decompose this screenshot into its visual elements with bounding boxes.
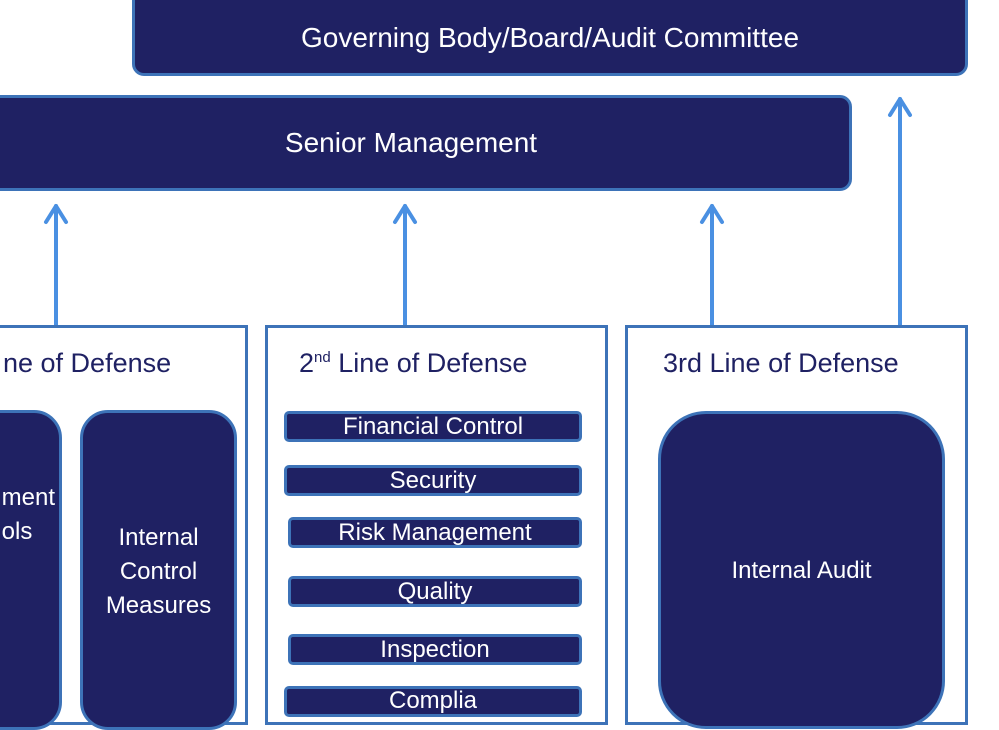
inspection-box: Inspection [288, 634, 582, 665]
internal-audit-label: Internal Audit [731, 557, 872, 584]
second-line-title: 2nd Line of Defense [299, 348, 528, 378]
financial-control-label: Financial Control [342, 412, 524, 440]
third-line-title: 3rd Line of Defense [663, 348, 899, 378]
inspection-label: Inspection [380, 635, 490, 663]
financial-control-box: Financial Control [284, 411, 582, 442]
internal-control-measures-label: Internal Control Measures [105, 524, 212, 619]
arrow-line2-to-senior-management [393, 204, 417, 329]
arrow-line3-to-governing-body [888, 97, 912, 329]
senior-management-label: Senior Management [284, 127, 538, 158]
security-box: Security [284, 465, 582, 496]
internal-audit-box: Internal Audit [658, 411, 945, 729]
senior-management-box: Senior Management [0, 95, 852, 191]
quality-box: Quality [288, 576, 582, 607]
risk-management-label: Risk Management [338, 518, 532, 546]
first-line-box-label: ment ols [1, 484, 55, 545]
governing-body-box: Governing Body/Board/Audit Committee [132, 0, 968, 76]
reporting-arrows [44, 97, 912, 329]
governing-body-label: Governing Body/Board/Audit Committee [300, 22, 800, 53]
first-line-box-management-controls: ment ols [0, 410, 62, 730]
compliance-label: Complia [388, 687, 478, 714]
arrow-line3-to-senior-management [700, 204, 724, 329]
risk-management-box: Risk Management [288, 517, 582, 548]
arrow-line1-to-senior-management [44, 204, 68, 329]
compliance-box: Complia [284, 686, 582, 717]
first-line-title: ne of Defense [3, 348, 172, 378]
security-label: Security [389, 466, 477, 494]
quality-label: Quality [397, 577, 473, 605]
internal-control-measures-box: Internal Control Measures [80, 410, 237, 730]
